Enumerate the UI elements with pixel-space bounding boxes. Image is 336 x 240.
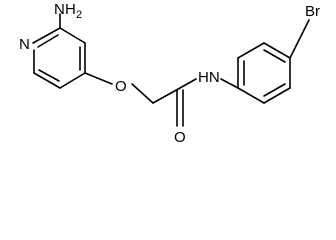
bond-b5-b6 [263, 87, 291, 104]
carbonyl-oxygen-label: O [174, 129, 186, 146]
benzene-ring [237, 42, 291, 104]
double-bond-c5-c6 [38, 69, 60, 82]
bond-b3-b4 [263, 42, 291, 59]
bond-b2-b3 [237, 42, 265, 59]
bond-c4-c5 [59, 72, 86, 89]
bond-c5-c6 [33, 72, 61, 89]
bond-b6-b1 [237, 87, 265, 104]
bond-ch2-co [152, 87, 181, 104]
bond-b3-br [289, 19, 310, 59]
bromine-label: Br [305, 3, 320, 20]
ether-oxygen-label: O [115, 78, 127, 95]
chemical-structure-diagram: N H 2 N O HN O Br [19, 1, 320, 146]
pyridine-ring [32, 27, 86, 89]
pyridine-nitrogen-label: N [19, 36, 30, 53]
bond-c3-o [84, 72, 113, 85]
amine-subscript-label: 2 [76, 9, 82, 21]
amine-hydrogen-label: H [65, 1, 76, 18]
amine-nitrogen-label: N [54, 1, 65, 18]
bond-co-nh [179, 78, 197, 89]
bond-c2-c3 [59, 27, 86, 44]
double-bond-b5-b6 [263, 83, 286, 97]
amide-nh-label: HN [198, 69, 220, 86]
bond-n1-c2 [32, 27, 61, 44]
bond-nh-aryl [220, 78, 239, 89]
double-bond-b3-b4 [263, 49, 286, 63]
double-bond-c2-n1 [37, 34, 59, 48]
bond-o-ch2 [131, 83, 154, 104]
